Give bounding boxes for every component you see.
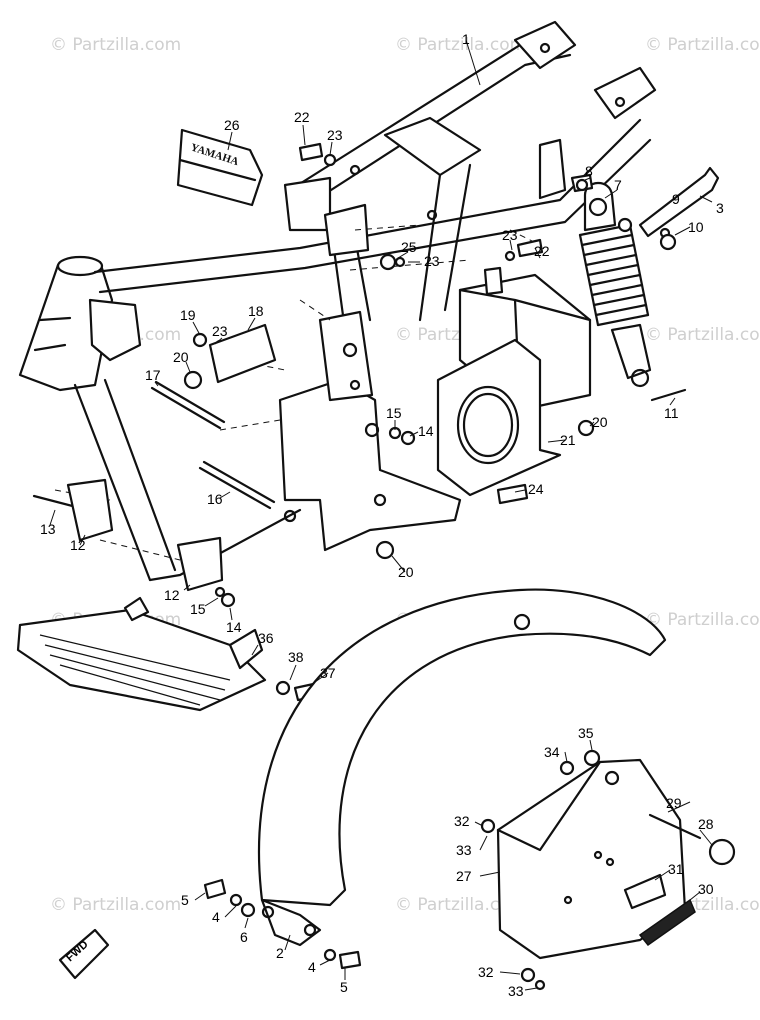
forward-arrow: FWD: [58, 928, 110, 980]
engine-mount-bolt-long: [150, 380, 226, 430]
callout-20: 20: [398, 564, 414, 580]
callout-20: 20: [173, 349, 189, 365]
callout-15: 15: [386, 405, 402, 421]
callout-14: 14: [418, 423, 434, 439]
side-cover: [496, 758, 687, 960]
callout-11: 11: [664, 405, 679, 421]
side-cover-badge: [623, 873, 667, 910]
callout-23: 23: [212, 323, 228, 339]
callout-23: 23: [327, 127, 343, 143]
callout-21: 21: [560, 432, 576, 448]
callout-23: 23: [424, 253, 440, 269]
tool-bag: YAMAHA: [176, 128, 264, 207]
callout-20: 20: [592, 414, 608, 430]
callout-2: 2: [276, 945, 284, 961]
callout-31: 31: [668, 861, 684, 877]
callout-24: 24: [528, 481, 544, 497]
fender-fasteners: [203, 878, 362, 970]
footrest-plate: [16, 596, 267, 712]
main-frame: [18, 20, 657, 582]
callout-33: 33: [508, 983, 524, 999]
callout-28: 28: [698, 816, 714, 832]
callout-9: 9: [672, 191, 680, 207]
callout-26: 26: [224, 117, 240, 133]
callout-5: 5: [340, 979, 348, 995]
callout-12: 12: [70, 537, 86, 553]
callout-32: 32: [454, 813, 470, 829]
callout-23: 23: [502, 227, 518, 243]
callout-16: 16: [207, 491, 223, 507]
callout-6: 6: [240, 929, 248, 945]
side-cover-fasteners: [480, 749, 736, 991]
watermark: © Partzilla.com: [645, 35, 760, 55]
callout-4: 4: [308, 959, 316, 975]
watermark: © Partzilla.com: [395, 35, 526, 55]
engine-mount-plate-left: [66, 478, 114, 542]
callout-leaders: [49, 39, 713, 991]
callout-4: 4: [212, 909, 220, 925]
watermark: © Partzilla.com: [395, 895, 526, 915]
fasteners: [183, 142, 687, 608]
callout-22: 22: [534, 243, 550, 259]
watermark: © Partzilla.com: [645, 610, 760, 630]
callout-13: 13: [40, 521, 56, 537]
callout-30: 30: [698, 881, 714, 897]
callout-labels: 1 2 3 4 4 5 5 6 7 8 9 10 11 12 12 13 14 …: [40, 31, 724, 999]
chain-guard-stay: [638, 166, 720, 238]
callout-12: 12: [164, 587, 180, 603]
callout-34: 34: [544, 744, 560, 760]
callout-5: 5: [181, 892, 189, 908]
callout-35: 35: [578, 725, 594, 741]
watermark: © Partzilla.com: [50, 35, 181, 55]
callout-38: 38: [288, 649, 304, 665]
callout-37: 37: [320, 665, 336, 681]
callout-18: 18: [248, 303, 264, 319]
callout-33: 33: [456, 842, 472, 858]
washer: [275, 680, 291, 696]
callout-22: 22: [294, 109, 310, 125]
rear-shock-absorber: [578, 181, 652, 388]
callout-7: 7: [614, 177, 622, 193]
callout-10: 10: [688, 219, 704, 235]
callout-3: 3: [716, 200, 724, 216]
watermark: © Partzilla.com: [645, 325, 760, 345]
callout-15: 15: [190, 601, 206, 617]
callout-14: 14: [226, 619, 242, 635]
watermark: © Partzilla.com: [50, 895, 181, 915]
callout-25: 25: [401, 239, 417, 255]
engine-mount-plate-right: [176, 536, 224, 592]
callout-27: 27: [456, 868, 472, 884]
callout-36: 36: [258, 630, 274, 646]
side-cover-emblem: [638, 898, 696, 947]
callout-17: 17: [145, 367, 161, 383]
callout-32: 32: [478, 964, 494, 980]
callout-1: 1: [462, 31, 470, 47]
engine-bracket: [208, 323, 277, 384]
callout-29: 29: [666, 795, 682, 811]
rear-fender: [257, 588, 667, 947]
engine-mount-bolt: [198, 460, 276, 510]
callout-19: 19: [180, 307, 196, 323]
callout-8: 8: [585, 163, 593, 179]
